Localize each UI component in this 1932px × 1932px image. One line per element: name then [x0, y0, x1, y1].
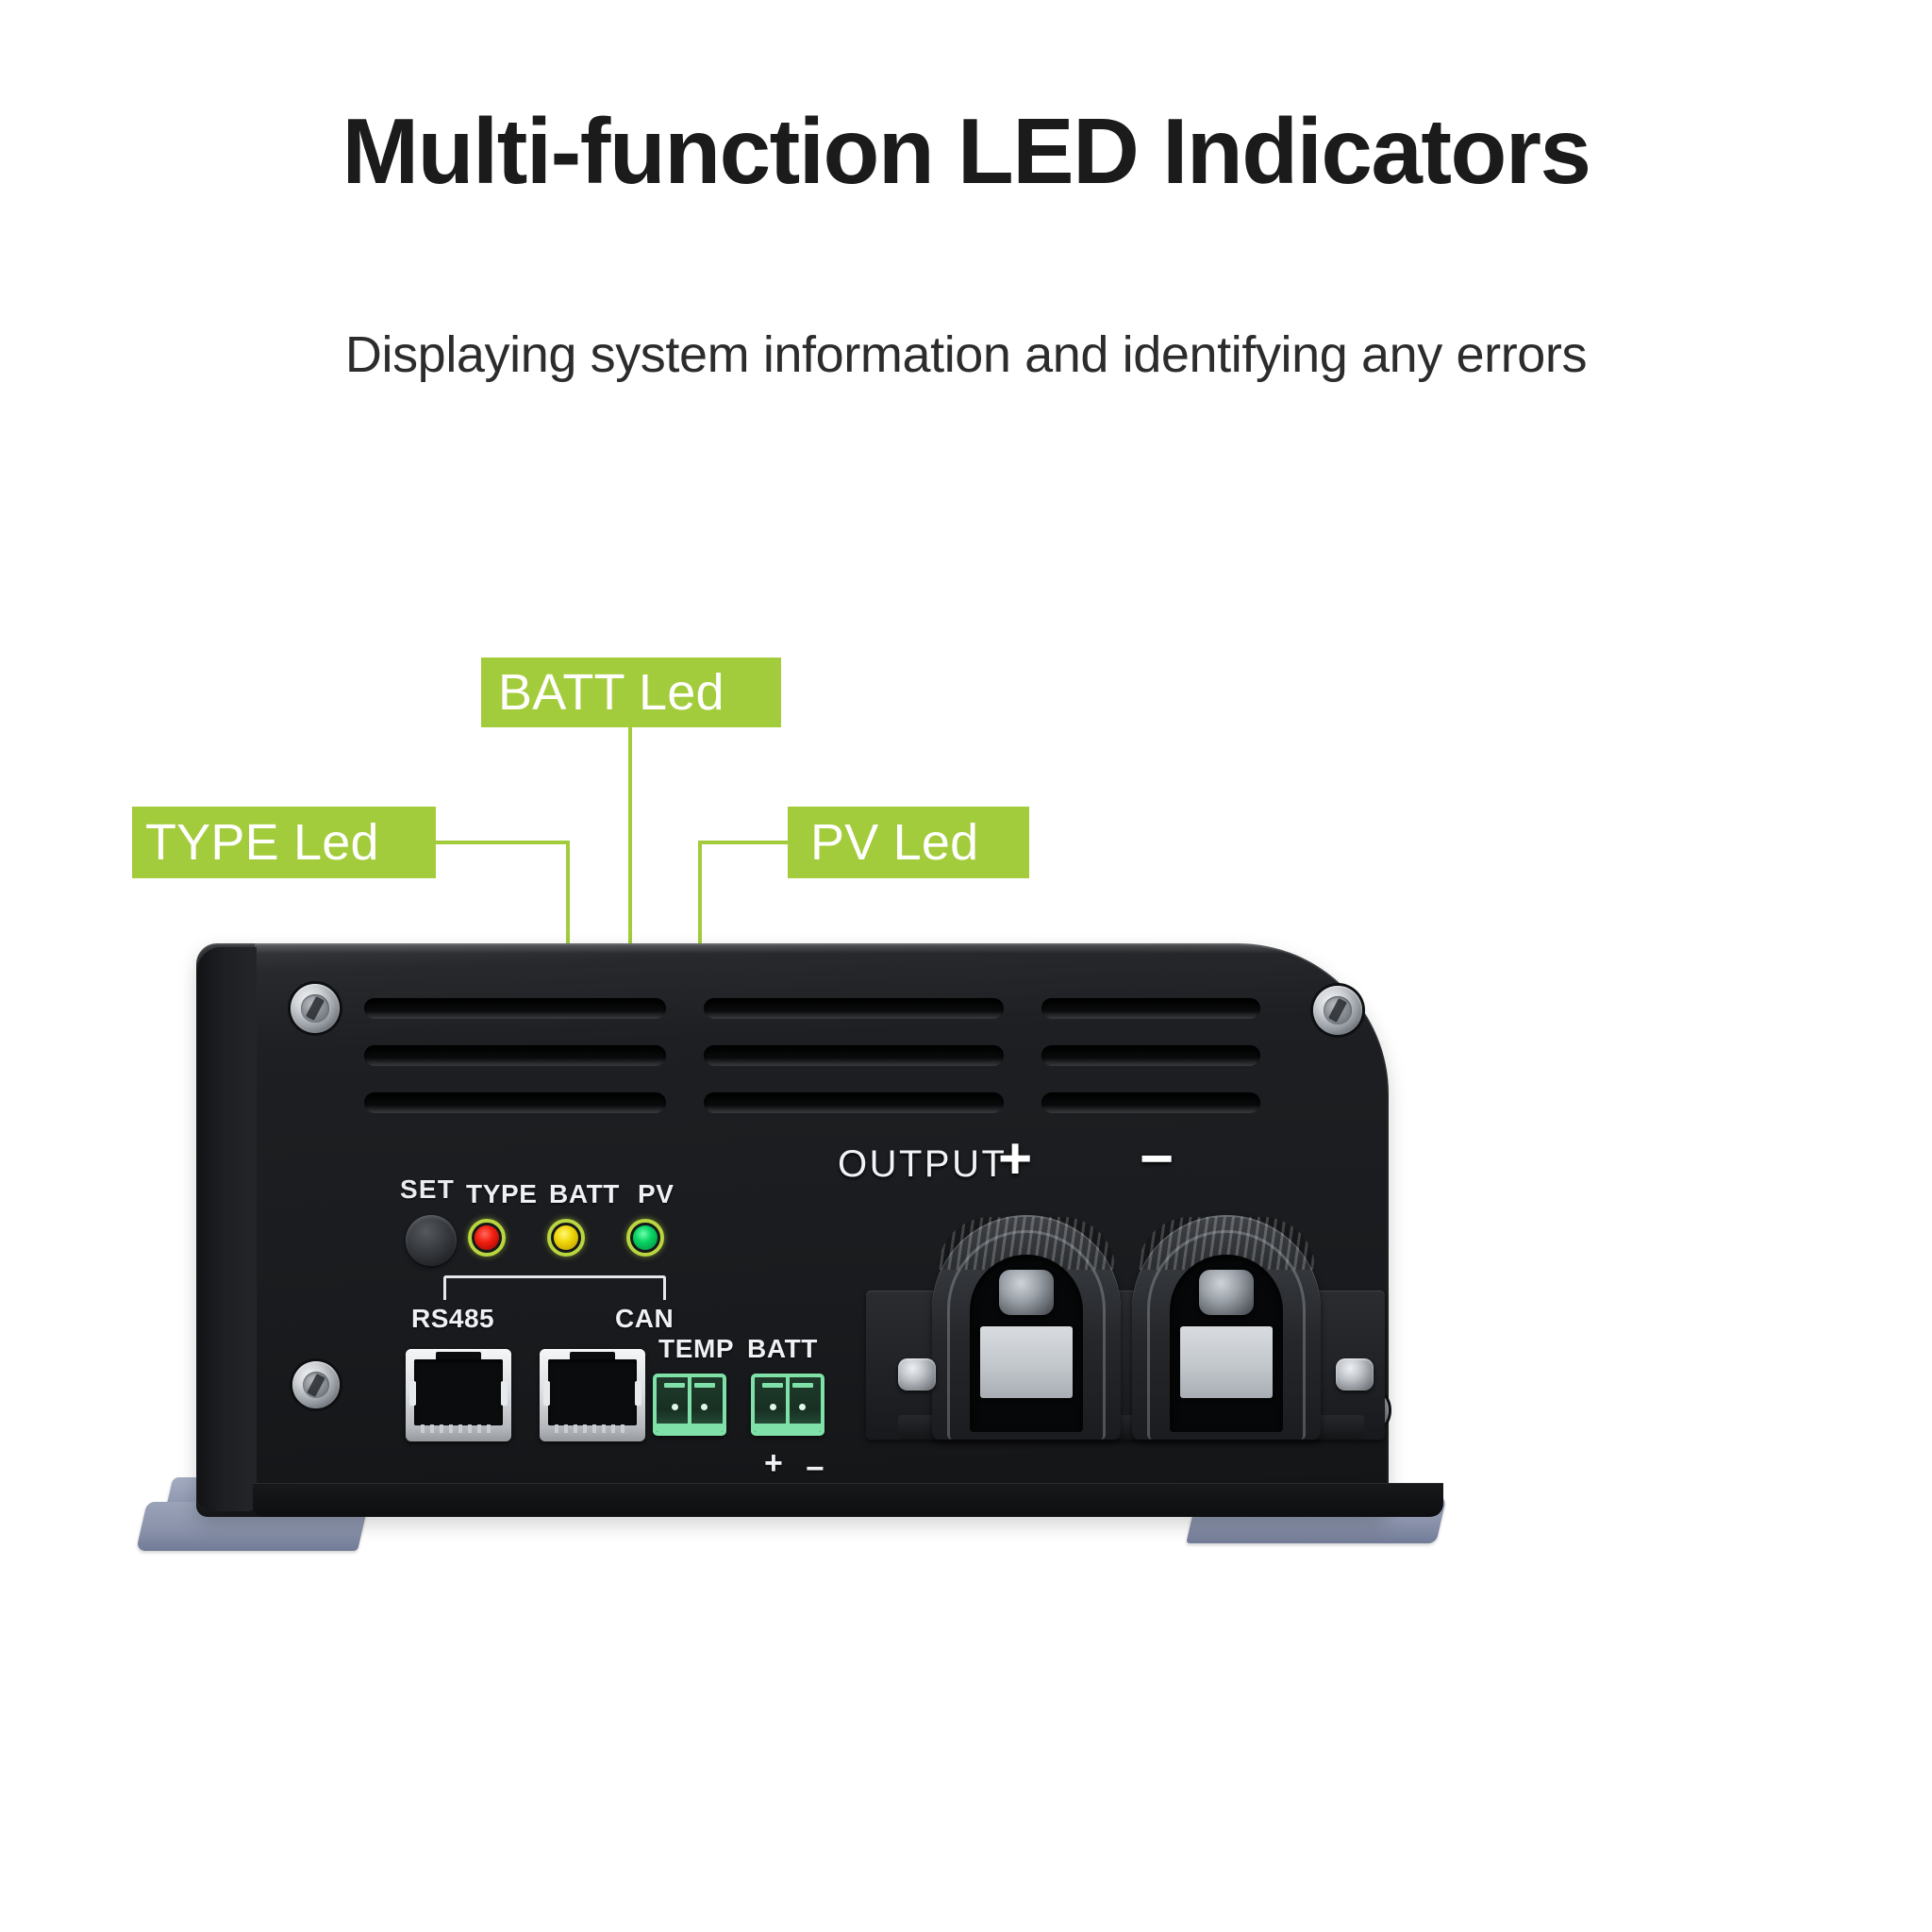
terminal-wire-hole — [701, 1404, 708, 1410]
output-terminal-positive[interactable] — [932, 1215, 1121, 1440]
vent-slot — [704, 1092, 1004, 1113]
led-label-batt: BATT — [549, 1179, 620, 1208]
vent-slot — [1041, 1045, 1260, 1066]
output-contact-pad — [1180, 1326, 1273, 1398]
page-title: Multi-function LED Indicators — [341, 99, 1591, 203]
device-enclosure: SET TYPE BATT PV RS485 CAN — [196, 943, 1443, 1517]
terminal-screw-slot — [792, 1383, 813, 1388]
vent-column — [704, 998, 1004, 1113]
leader-line-type-horizontal — [436, 841, 570, 844]
vent-slot — [364, 1092, 666, 1113]
output-terminal-housing — [932, 1215, 1321, 1440]
callout-badge-type-led: TYPE Led — [132, 807, 436, 878]
chassis-screw-icon — [291, 984, 340, 1033]
led-indicator-type — [468, 1219, 506, 1257]
output-bolt — [999, 1270, 1054, 1315]
output-rim — [947, 1230, 1106, 1440]
vent-slot — [364, 1045, 666, 1066]
output-polarity-positive: + — [998, 1126, 1033, 1191]
vent-column — [364, 998, 666, 1113]
led-indicator-pv — [626, 1219, 664, 1257]
output-bolt — [1199, 1270, 1254, 1315]
output-terminal-negative[interactable] — [1132, 1215, 1321, 1440]
ventilation-grille — [364, 998, 1260, 1113]
rj45-notch — [635, 1381, 641, 1406]
chassis-screw-icon — [1313, 986, 1362, 1035]
vent-slot — [1041, 998, 1260, 1019]
output-polarity-negative: − — [1140, 1126, 1174, 1191]
rj45-cavity — [548, 1359, 637, 1425]
led-indicator-batt — [547, 1219, 585, 1257]
rj45-port-rs485[interactable] — [406, 1349, 511, 1441]
leader-line-pv-horizontal — [698, 841, 790, 844]
product-device: SET TYPE BATT PV RS485 CAN — [135, 943, 1802, 1623]
terminal-wire-hole — [770, 1404, 776, 1410]
vent-column — [1041, 998, 1260, 1113]
vent-slot — [704, 998, 1004, 1019]
terminal-wire-hole — [799, 1404, 806, 1410]
rj45-pins — [555, 1424, 630, 1433]
vent-slot — [364, 998, 666, 1019]
rj45-notch — [543, 1381, 550, 1406]
terminal-label-batt: BATT — [747, 1334, 818, 1363]
chassis-screw-icon — [292, 1361, 340, 1408]
callout-badge-pv-led: PV Led — [788, 807, 1029, 878]
device-top-edge-highlight — [255, 943, 1441, 953]
led-label-type: TYPE — [466, 1179, 538, 1208]
rj45-port-can[interactable] — [540, 1349, 645, 1441]
device-bottom-lip — [253, 1483, 1443, 1517]
terminal-base — [657, 1424, 723, 1432]
polarity-label-batt-negative: − — [806, 1451, 824, 1487]
terminal-label-temp: TEMP — [658, 1334, 735, 1363]
callout-badge-batt-led: BATT Led — [481, 658, 781, 727]
terminal-base — [755, 1424, 821, 1432]
terminal-divider — [786, 1377, 790, 1432]
terminal-screw-slot — [664, 1383, 685, 1388]
set-button-label: SET — [400, 1174, 456, 1204]
terminal-wire-hole — [672, 1404, 678, 1410]
terminal-block-batt[interactable] — [751, 1374, 824, 1436]
output-mount-screw-icon — [1336, 1358, 1374, 1391]
rj45-cavity — [414, 1359, 503, 1425]
terminal-screw-slot — [762, 1383, 783, 1388]
page-subtitle: Displaying system information and identi… — [344, 326, 1588, 383]
vent-slot — [704, 1045, 1004, 1066]
port-label-can: CAN — [615, 1304, 675, 1333]
rj45-pins — [421, 1424, 496, 1433]
led-label-pv: PV — [638, 1179, 675, 1208]
output-section-label: OUTPUT — [838, 1143, 1008, 1185]
output-rim — [1147, 1230, 1306, 1440]
polarity-label-batt-positive: + — [764, 1445, 783, 1481]
terminal-screw-slot — [694, 1383, 715, 1388]
output-contact-pad — [980, 1326, 1073, 1398]
output-mount-screw-icon — [898, 1358, 936, 1391]
terminal-divider — [688, 1377, 691, 1432]
device-left-bevel — [196, 947, 257, 1511]
comm-port-bracket — [443, 1275, 666, 1300]
rj45-notch — [409, 1381, 416, 1406]
terminal-block-temp[interactable] — [653, 1374, 726, 1436]
port-label-rs485: RS485 — [411, 1304, 495, 1333]
set-button[interactable] — [406, 1215, 457, 1266]
vent-slot — [1041, 1092, 1260, 1113]
rj45-notch — [501, 1381, 508, 1406]
